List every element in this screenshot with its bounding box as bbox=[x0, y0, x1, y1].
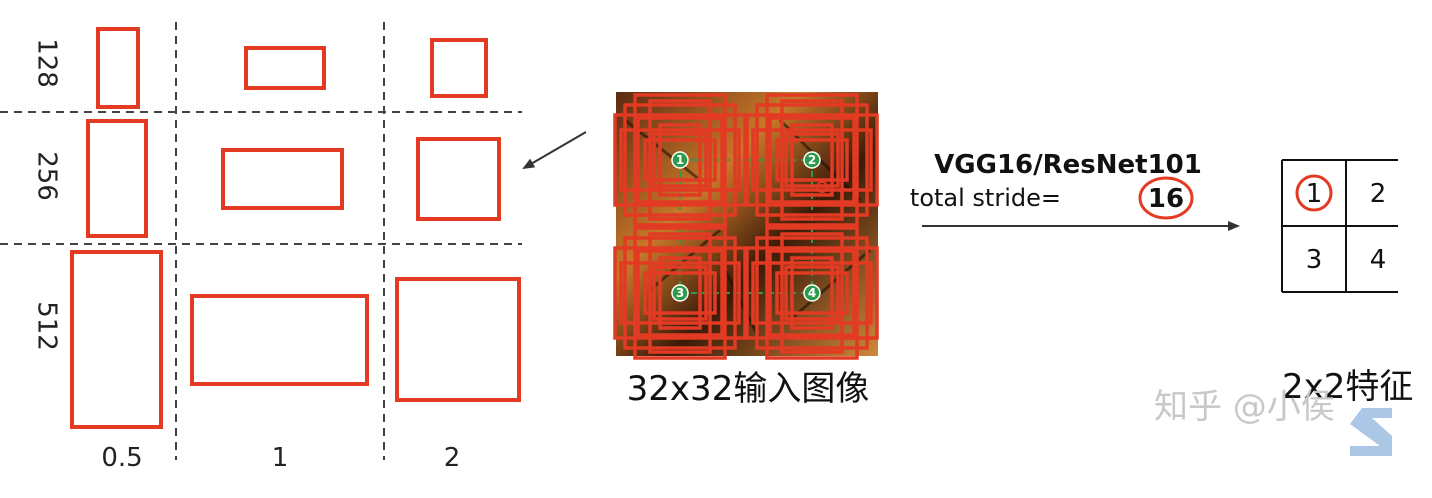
feature-cell-1: 1 bbox=[1306, 179, 1323, 209]
anchor-512-ratio-0.5 bbox=[70, 250, 163, 429]
network-title: VGG16/ResNet101 bbox=[934, 150, 1202, 180]
image-anchor-box-3-1 bbox=[658, 256, 702, 330]
image-anchor-box-1-6 bbox=[636, 116, 724, 204]
ratio-label-2: 2 bbox=[444, 443, 461, 473]
point-badge-1: 1 bbox=[671, 151, 689, 169]
input-image: 1 2 3 4 32x32输入图像 bbox=[613, 92, 879, 409]
anchor-512-ratio-1 bbox=[190, 294, 369, 386]
point-badge-2: 2 bbox=[803, 151, 821, 169]
anchor-512-ratio-2 bbox=[395, 277, 521, 402]
image-anchor-box-2-9 bbox=[755, 103, 869, 217]
svg-text:2: 2 bbox=[808, 153, 816, 167]
image-anchor-box-2-3 bbox=[784, 132, 840, 188]
image-anchor-box-3-3 bbox=[652, 265, 708, 321]
anchor-256-ratio-0.5 bbox=[86, 119, 148, 238]
image-anchor-box-1-3 bbox=[652, 132, 708, 188]
image-anchor-box-2-2 bbox=[775, 138, 849, 182]
input-image-caption: 32x32输入图像 bbox=[627, 369, 870, 409]
image-anchor-box-4-2 bbox=[775, 271, 849, 315]
image-anchor-box-3-7 bbox=[633, 226, 727, 360]
image-anchor-box-4-3 bbox=[784, 265, 840, 321]
svg-text:3: 3 bbox=[676, 286, 684, 300]
anchor-256-ratio-2 bbox=[416, 137, 501, 221]
image-anchor-box-2-6 bbox=[768, 116, 856, 204]
image-anchor-box-1-9 bbox=[623, 103, 737, 217]
feature-map-caption: 2x2特征 bbox=[1282, 367, 1413, 407]
image-anchor-box-2-1 bbox=[790, 123, 834, 197]
image-anchor-box-3-9 bbox=[623, 236, 737, 350]
image-anchor-box-1-5 bbox=[619, 128, 741, 192]
image-anchor-box-4-6 bbox=[768, 249, 856, 337]
watermark-logo-icon bbox=[1350, 408, 1392, 456]
image-anchor-box-3-2 bbox=[643, 271, 717, 315]
image-anchor-box-4-4 bbox=[780, 232, 844, 354]
image-anchor-box-1-4 bbox=[648, 99, 712, 221]
feature-cell-4: 4 bbox=[1370, 245, 1387, 275]
stride-value: 16 bbox=[1148, 184, 1184, 214]
arrow-to-anchor-grid bbox=[522, 131, 587, 170]
stride-value-highlight bbox=[1138, 176, 1194, 220]
image-anchor-box-4-7 bbox=[765, 226, 859, 360]
image-anchor-box-4-8 bbox=[745, 246, 879, 340]
scale-label-256: 256 bbox=[32, 151, 62, 201]
scale-label-128: 128 bbox=[32, 38, 62, 88]
network-block: VGG16/ResNet101 total stride= 16 bbox=[910, 150, 1240, 231]
image-anchor-box-1-2 bbox=[643, 138, 717, 182]
anchor-256-ratio-1 bbox=[221, 148, 344, 210]
point-marker-small bbox=[816, 181, 828, 193]
image-anchor-box-4-5 bbox=[751, 261, 873, 325]
svg-text:4: 4 bbox=[808, 286, 816, 300]
feature-cell-1-highlight bbox=[1295, 174, 1333, 212]
watermark-text: 知乎 @小侯 bbox=[1154, 387, 1335, 427]
image-anchor-box-1-7 bbox=[633, 93, 727, 227]
feature-map: 1 2 3 4 2x2特征 bbox=[1281, 159, 1413, 407]
point-badge-4: 4 bbox=[803, 284, 821, 302]
image-anchor-box-2-5 bbox=[751, 128, 873, 192]
image-anchor-box-4-9 bbox=[755, 236, 869, 350]
ratio-label-0.5: 0.5 bbox=[101, 443, 142, 473]
image-anchor-box-1-1 bbox=[658, 123, 702, 197]
anchor-grid: 128 256 512 0.5 1 2 bbox=[0, 22, 522, 473]
anchor-128-ratio-2 bbox=[430, 38, 488, 98]
image-anchor-box-3-8 bbox=[613, 246, 747, 340]
point-badge-3: 3 bbox=[671, 284, 689, 302]
image-anchor-boxes bbox=[613, 93, 879, 360]
image-anchor-box-3-6 bbox=[636, 249, 724, 337]
image-anchor-box-3-4 bbox=[648, 232, 712, 354]
image-anchor-box-2-7 bbox=[765, 93, 859, 227]
anchor-128-ratio-1 bbox=[244, 46, 326, 90]
grid-dashed-lines bbox=[0, 22, 522, 460]
image-anchor-box-3-5 bbox=[619, 261, 741, 325]
ratio-label-1: 1 bbox=[272, 443, 289, 473]
image-anchor-box-2-4 bbox=[780, 99, 844, 221]
anchor-128-ratio-0.5 bbox=[96, 27, 140, 109]
feature-cell-2: 2 bbox=[1370, 179, 1387, 209]
scale-label-512: 512 bbox=[32, 301, 62, 351]
feature-cell-3: 3 bbox=[1306, 245, 1323, 275]
image-anchor-box-4-1 bbox=[790, 256, 834, 330]
image-anchor-box-2-8 bbox=[745, 113, 879, 207]
image-anchor-box-1-8 bbox=[613, 113, 747, 207]
stride-label: total stride= bbox=[910, 184, 1061, 212]
svg-text:1: 1 bbox=[676, 153, 684, 167]
